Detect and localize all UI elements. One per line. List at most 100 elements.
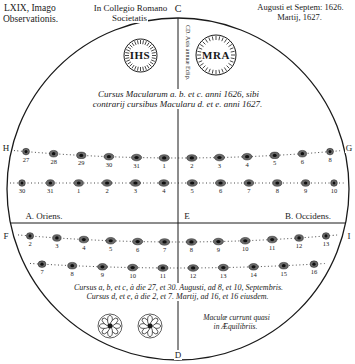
date-heading: Augusti et Septem: 1626. Martij, 1627. bbox=[250, 3, 350, 23]
emblem-ray bbox=[197, 51, 201, 53]
day-number: 4 bbox=[77, 244, 91, 251]
emblem-ray bbox=[224, 67, 226, 70]
sunspot bbox=[279, 262, 288, 269]
spot-umbra bbox=[243, 239, 247, 242]
sunspot bbox=[131, 154, 141, 161]
day-number: 31 bbox=[43, 187, 57, 194]
emblem-ray bbox=[131, 42, 133, 45]
day-number: 30 bbox=[102, 161, 116, 168]
spot-umbra bbox=[131, 266, 135, 269]
sunspot bbox=[49, 150, 57, 157]
day-number: 2 bbox=[23, 240, 37, 247]
day-number: 1 bbox=[157, 162, 171, 169]
emblem-ray bbox=[126, 49, 130, 51]
spot-penumbra bbox=[322, 233, 329, 240]
spot-penumbra bbox=[19, 180, 26, 187]
spot-umbra bbox=[324, 234, 327, 237]
spot-umbra bbox=[55, 236, 59, 239]
emblem-ray bbox=[222, 69, 224, 73]
spot-penumbra bbox=[106, 237, 116, 244]
spot-umbra bbox=[162, 240, 166, 243]
spot-umbra bbox=[49, 181, 52, 184]
spot-umbra bbox=[105, 181, 109, 184]
spot-penumbra bbox=[130, 180, 140, 187]
day-number: 4 bbox=[157, 187, 171, 194]
day-number: 29 bbox=[74, 159, 88, 166]
spot-umbra bbox=[282, 264, 286, 267]
spot-umbra bbox=[190, 156, 194, 159]
day-number: 2 bbox=[100, 187, 114, 194]
spot-umbra bbox=[312, 263, 315, 266]
axis-label: CD. Axis annuæ Eclip. bbox=[184, 24, 191, 88]
spot-umbra bbox=[162, 156, 166, 159]
day-number: 31 bbox=[130, 162, 144, 169]
emblem-ray bbox=[148, 44, 151, 47]
emblem-ray bbox=[209, 37, 211, 41]
spot-penumbra bbox=[186, 239, 196, 246]
day-number: 8 bbox=[184, 246, 198, 253]
day-number: 12 bbox=[186, 272, 200, 279]
spot-umbra bbox=[218, 181, 222, 184]
rosette-ring bbox=[138, 314, 162, 338]
emblem-ray bbox=[136, 40, 138, 44]
sunspot bbox=[102, 180, 112, 187]
emblem-ray bbox=[205, 39, 207, 42]
spot-track bbox=[18, 235, 338, 242]
sunspot bbox=[331, 180, 338, 187]
spot-penumbra bbox=[79, 236, 88, 243]
spot-penumbra bbox=[68, 262, 77, 269]
sunspot bbox=[98, 264, 108, 271]
sunspot bbox=[106, 237, 116, 244]
rosette-center bbox=[108, 324, 113, 329]
emblem-ring bbox=[196, 35, 236, 75]
place-heading: In Collegio Romano Societatis bbox=[82, 3, 178, 24]
sunspot bbox=[128, 264, 138, 271]
sunspot bbox=[26, 233, 33, 240]
emblem-ray bbox=[212, 36, 214, 40]
day-number: 10 bbox=[126, 272, 140, 279]
emblem-ring bbox=[124, 39, 157, 72]
spot-penumbra bbox=[240, 237, 250, 244]
spot-penumbra bbox=[331, 180, 338, 187]
sunspot bbox=[213, 238, 223, 245]
day-number: 7 bbox=[35, 268, 49, 275]
emblem-ray bbox=[144, 66, 146, 70]
spot-umbra bbox=[270, 238, 274, 241]
emblem-ray bbox=[129, 63, 132, 66]
direction-label: B. Occidens. bbox=[275, 211, 341, 221]
spot-umbra bbox=[245, 155, 249, 158]
sunspot bbox=[322, 233, 329, 240]
sunspot bbox=[23, 148, 30, 155]
emblem-ray bbox=[200, 63, 203, 65]
sunspot bbox=[74, 180, 83, 187]
day-number: 9 bbox=[95, 271, 109, 278]
spot-penumbra bbox=[242, 153, 252, 160]
spot-umbra bbox=[275, 181, 279, 184]
spot-penumbra bbox=[128, 264, 138, 271]
emblem-ray bbox=[212, 70, 214, 74]
sunspot bbox=[187, 180, 197, 187]
spot-umbra bbox=[77, 181, 81, 184]
sunspot bbox=[218, 264, 228, 271]
spot-penumbra bbox=[213, 238, 223, 245]
diagram-title: LXIX, Imago Observationis. bbox=[3, 3, 67, 25]
east-west-line bbox=[10, 223, 345, 224]
emblem-ray bbox=[227, 42, 230, 45]
emblem-ray bbox=[146, 65, 148, 68]
spot-penumbra bbox=[74, 180, 83, 187]
emblem-ray bbox=[151, 57, 155, 59]
spot-penumbra bbox=[279, 262, 288, 269]
emblem-ray bbox=[125, 51, 129, 53]
day-number: 3 bbox=[50, 242, 64, 249]
day-number: 14 bbox=[247, 271, 261, 278]
spot-penumbra bbox=[46, 180, 54, 187]
sunspot bbox=[159, 180, 169, 187]
spot-penumbra bbox=[133, 238, 143, 245]
spot-umbra bbox=[82, 238, 86, 241]
spot-umbra bbox=[247, 181, 251, 184]
emblem-ray bbox=[197, 57, 201, 59]
spot-penumbra bbox=[273, 180, 282, 187]
caption-note: Cursus Macularum a. b. et c. anni 1626, … bbox=[87, 89, 269, 110]
day-number: 12 bbox=[292, 242, 306, 249]
